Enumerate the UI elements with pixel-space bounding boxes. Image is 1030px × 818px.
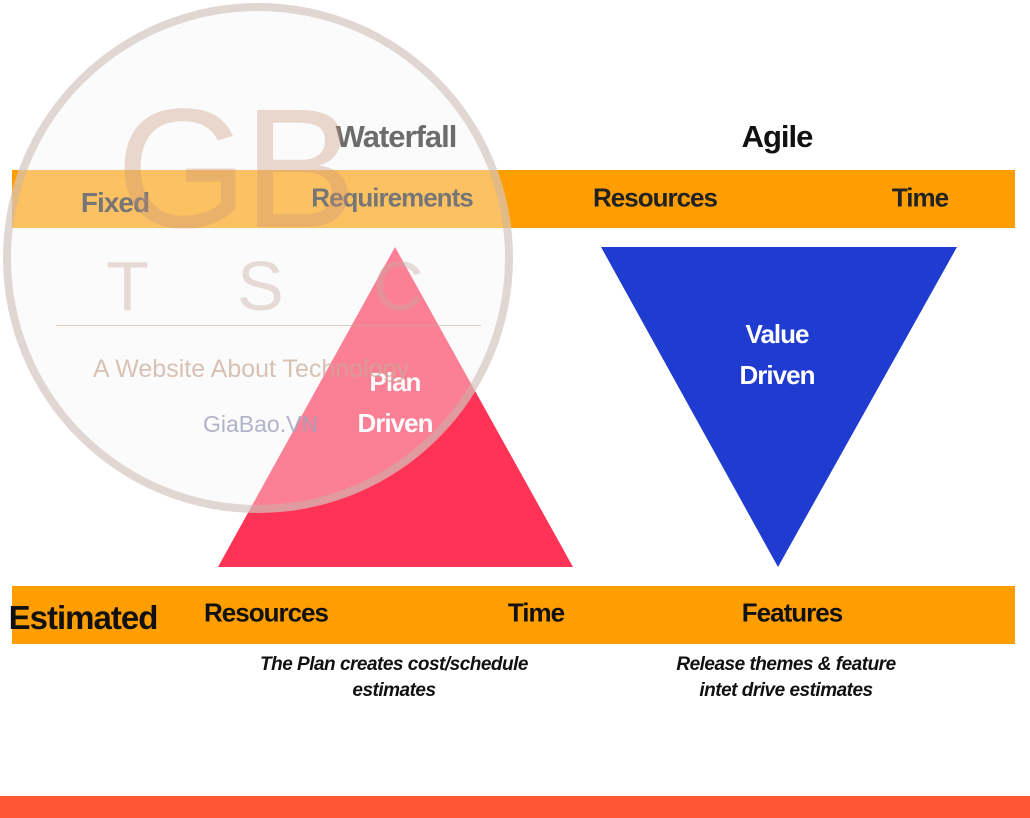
estimated-features: Features [741, 597, 843, 628]
estimated-bar [12, 586, 1015, 644]
watermark-site: GiaBao.VN [203, 411, 319, 437]
watermark-sub: T S C [106, 247, 424, 325]
value-driven-label: Value Driven [739, 319, 816, 390]
fixed-time: Time [891, 182, 949, 213]
estimated-label: Estimated [8, 599, 159, 636]
estimated-time: Time [507, 597, 565, 628]
watermark-tagline: A Website About Technology [93, 355, 409, 383]
agile-header: Agile [741, 119, 814, 154]
estimated-resources: Resources [204, 597, 329, 628]
fixed-resources: Resources [593, 182, 718, 213]
watermark-divider [56, 325, 481, 326]
agile-note: Release themes & feature intet drive est… [676, 654, 896, 701]
footer-stripe [0, 796, 1030, 818]
value-driven-triangle [601, 247, 957, 567]
waterfall-note: The Plan creates cost/schedule estimates [259, 654, 529, 701]
watermark: GB T S C A Website About Technology GiaB… [3, 3, 513, 513]
watermark-logo: GB [116, 74, 357, 264]
